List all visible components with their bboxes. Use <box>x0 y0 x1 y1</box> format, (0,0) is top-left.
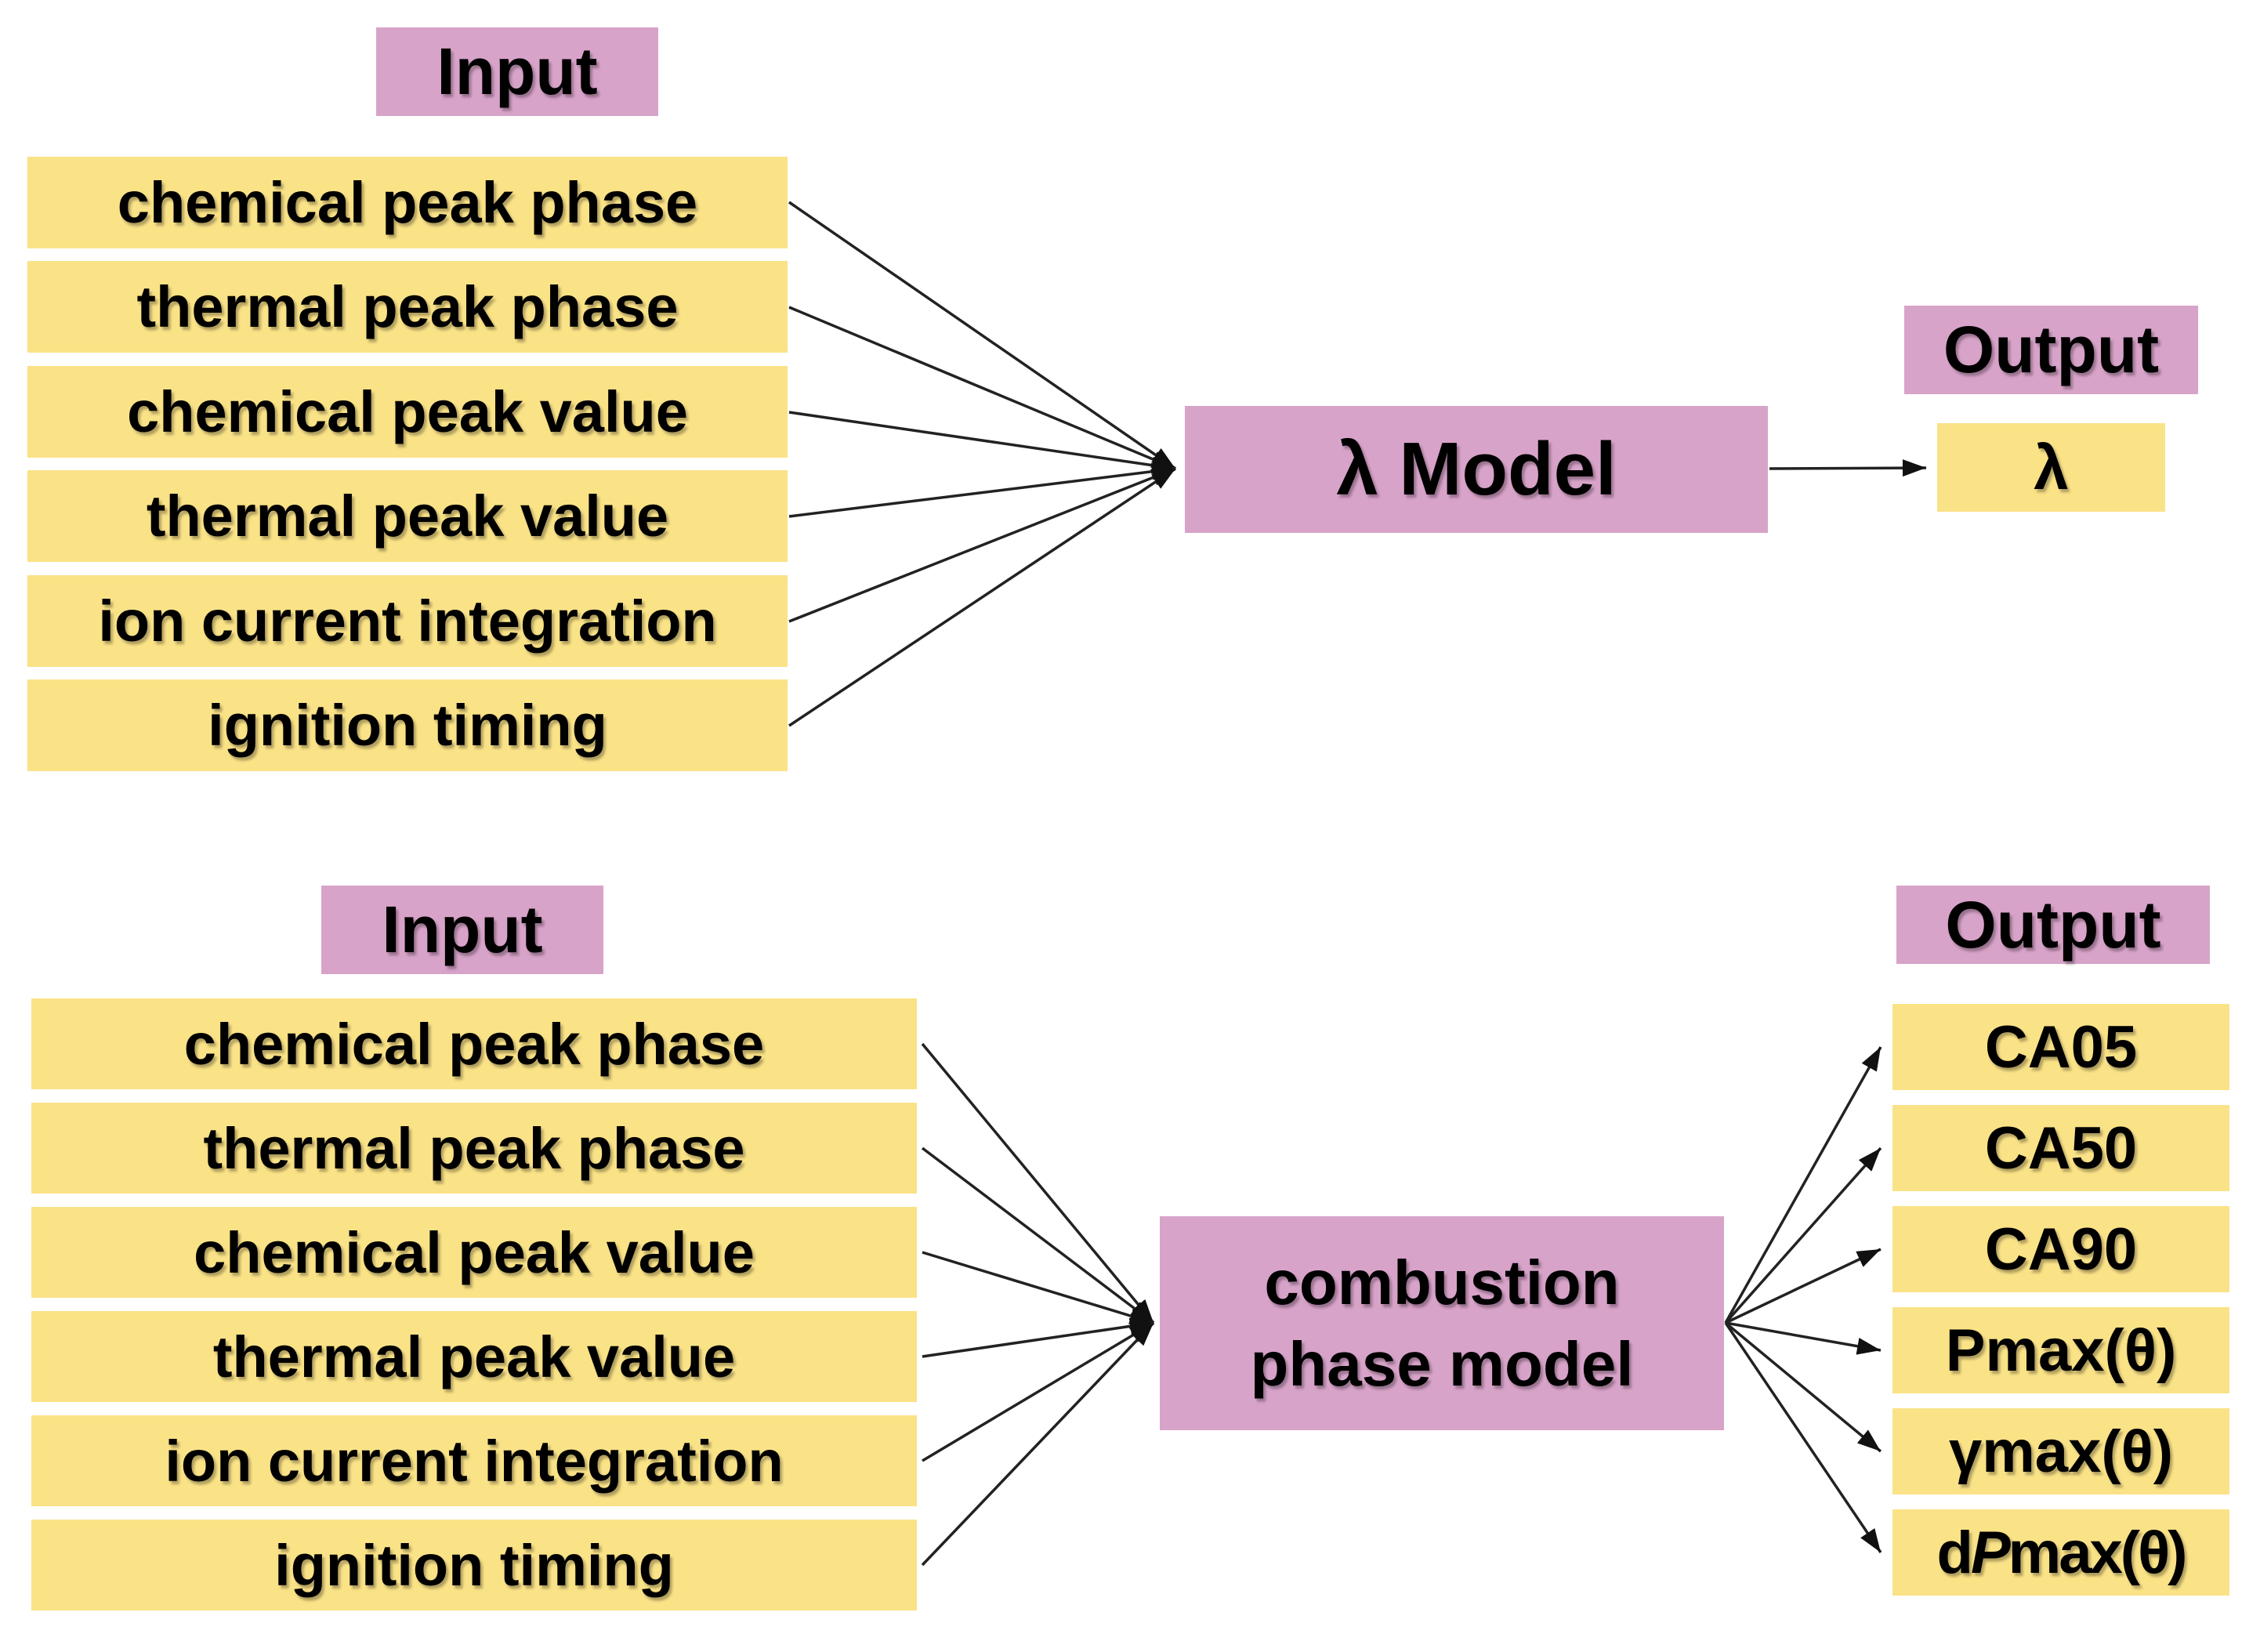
arrow-bottom-input-2 <box>921 1147 1155 1324</box>
output-box-ca05: CA05 <box>1892 1004 2229 1090</box>
input-row-chemical-peak-phase-bottom: chemical peak phase <box>31 998 917 1089</box>
arrow-top-input-4 <box>788 462 1176 518</box>
input-row-text: ion current integration <box>165 1428 784 1494</box>
arrow-top-input-6 <box>788 467 1176 727</box>
arrow-top-input-3 <box>788 411 1176 474</box>
input-row-thermal-peak-phase-bottom: thermal peak phase <box>31 1103 917 1194</box>
input-label-top-text: Input <box>436 34 598 108</box>
input-row-chemical-peak-phase-top: chemical peak phase <box>27 157 788 248</box>
arrow-out-ca05 <box>1724 1046 1882 1324</box>
input-label-top: Input <box>376 27 658 116</box>
input-row-text: ignition timing <box>274 1532 674 1598</box>
output-label-top: Output <box>1904 306 2198 394</box>
arrow-top-input-2 <box>788 306 1176 470</box>
input-row-text: chemical peak value <box>194 1219 755 1285</box>
input-row-text: thermal peak phase <box>203 1115 745 1181</box>
input-row-text: chemical peak phase <box>117 170 698 235</box>
lambda-model-box: λ Model <box>1185 406 1768 533</box>
arrow-out-gmax <box>1724 1321 1882 1453</box>
output-box-text: CA05 <box>1984 1013 2138 1081</box>
combustion-phase-model-box: combustion phase model <box>1160 1216 1724 1430</box>
output-box-ca50: CA50 <box>1892 1105 2229 1191</box>
dpmax-italic-p: P <box>1970 1519 2011 1586</box>
lambda-output-text: λ <box>2034 432 2069 502</box>
output-label-bottom-text: Output <box>1945 887 2161 962</box>
lambda-model-text: λ Model <box>1336 427 1617 511</box>
arrow-bottom-input-3 <box>922 1251 1154 1324</box>
combustion-model-line2: phase model <box>1250 1328 1634 1399</box>
input-row-text: chemical peak phase <box>183 1011 765 1077</box>
input-row-ion-current-integration-top: ion current integration <box>27 575 788 667</box>
arrow-lambda-output <box>1769 459 1927 477</box>
input-label-bottom-text: Input <box>382 893 543 966</box>
input-row-ignition-timing-bottom: ignition timing <box>31 1520 917 1610</box>
output-box-text: γmax(θ) <box>1948 1418 2174 1485</box>
input-row-thermal-peak-value-top: thermal peak value <box>27 470 788 562</box>
input-row-chemical-peak-value-top: chemical peak value <box>27 366 788 458</box>
input-row-text: thermal peak value <box>212 1324 736 1389</box>
input-row-thermal-peak-value-bottom: thermal peak value <box>31 1311 917 1402</box>
input-row-ion-current-integration-bottom: ion current integration <box>31 1415 917 1506</box>
arrow-top-input-5 <box>788 467 1176 623</box>
input-row-ignition-timing-top: ignition timing <box>27 679 788 771</box>
output-box-ca90: CA90 <box>1892 1206 2229 1292</box>
arrow-out-ca50 <box>1724 1147 1882 1324</box>
arrow-bottom-input-1 <box>921 1042 1155 1324</box>
dpmax-suffix: max(θ) <box>2008 1519 2188 1586</box>
input-row-text: ion current integration <box>98 589 717 654</box>
output-label-top-text: Output <box>1943 313 2160 386</box>
output-label-bottom: Output <box>1896 886 2210 964</box>
output-box-pmax: Pmax(θ) <box>1892 1307 2229 1393</box>
arrow-bottom-input-5 <box>922 1321 1154 1462</box>
input-row-text: thermal peak value <box>146 484 669 549</box>
arrow-out-ca90 <box>1725 1248 1882 1324</box>
output-box-gammamax: γmax(θ) <box>1892 1408 2229 1494</box>
combustion-model-line1: combustion <box>1264 1247 1620 1317</box>
arrow-bottom-input-4 <box>922 1317 1154 1358</box>
input-row-text: ignition timing <box>208 693 607 758</box>
arrow-out-dpmax <box>1724 1322 1882 1553</box>
input-row-chemical-peak-value-bottom: chemical peak value <box>31 1207 917 1298</box>
input-label-bottom: Input <box>321 886 603 974</box>
arrow-bottom-input-6 <box>921 1321 1155 1567</box>
arrow-out-pmax <box>1725 1321 1882 1355</box>
output-box-text: CA90 <box>1984 1215 2138 1283</box>
input-row-text: thermal peak phase <box>136 274 679 339</box>
output-box-text: Pmax(θ) <box>1945 1317 2177 1384</box>
output-box-text: CA50 <box>1984 1114 2138 1182</box>
arrow-top-input-1 <box>788 201 1176 470</box>
input-row-thermal-peak-phase-top: thermal peak phase <box>27 261 788 353</box>
lambda-output-box: λ <box>1937 423 2165 512</box>
input-row-text: chemical peak value <box>127 379 688 444</box>
dpmax-prefix: d <box>1936 1519 1973 1586</box>
